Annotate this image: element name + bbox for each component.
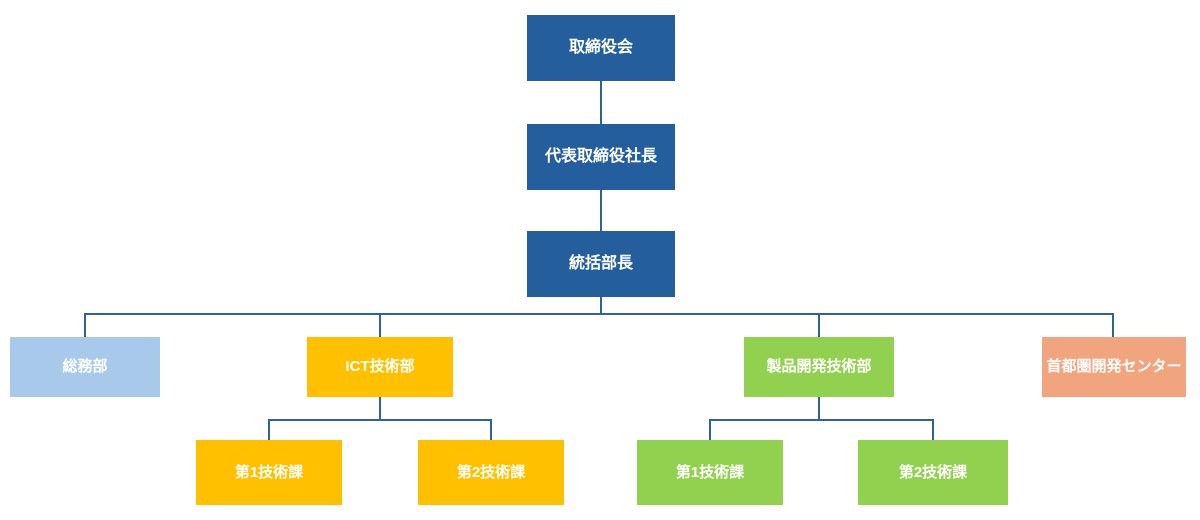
connector-ict-rail xyxy=(268,419,492,421)
node-general-affairs-dept: 総務部 xyxy=(10,337,160,397)
node-general-manager: 統括部長 xyxy=(527,231,675,297)
node-ict-tech-section-2: 第2技術課 xyxy=(418,440,564,505)
connector-general-manager-trunk xyxy=(600,297,602,313)
node-ict-tech-dept: ICT技術部 xyxy=(307,337,453,397)
node-metro-dev-center: 首都圏開発センター xyxy=(1042,337,1186,397)
connector-product-dev-rail xyxy=(709,419,934,421)
connector-drop-product-dev-dept xyxy=(818,313,820,337)
node-president: 代表取締役社長 xyxy=(527,124,675,190)
connector-drop-product-section2 xyxy=(932,419,934,440)
connector-president-general-manager xyxy=(600,190,602,231)
connector-drop-ict-dept xyxy=(379,313,381,337)
node-board-of-directors: 取締役会 xyxy=(527,15,675,81)
connector-drop-metro-dev-center xyxy=(1112,313,1114,337)
node-product-tech-section-2: 第2技術課 xyxy=(858,440,1008,505)
node-product-tech-section-1: 第1技術課 xyxy=(637,440,783,505)
connector-ict-parent-drop xyxy=(379,397,381,420)
node-ict-tech-section-1: 第1技術課 xyxy=(196,440,342,505)
connector-board-president xyxy=(600,81,602,124)
connector-drop-ict-section1 xyxy=(268,419,270,440)
connector-drop-ict-section2 xyxy=(490,419,492,440)
node-product-dev-tech-dept: 製品開発技術部 xyxy=(744,337,894,397)
connector-product-dev-parent-drop xyxy=(818,397,820,420)
connector-drop-product-section1 xyxy=(709,419,711,440)
connector-level4-rail xyxy=(84,313,1114,315)
connector-drop-general-affairs xyxy=(84,313,86,337)
